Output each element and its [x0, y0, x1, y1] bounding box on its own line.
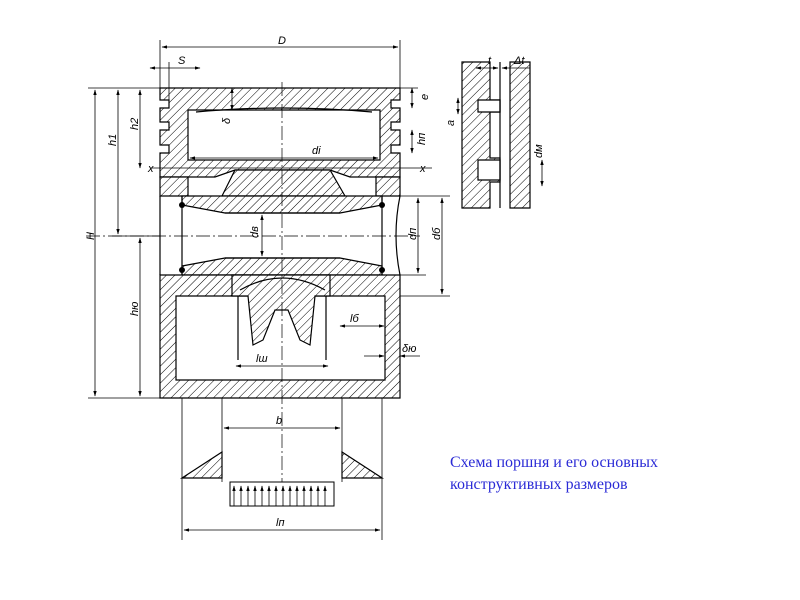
label-delta-yu: δю — [402, 343, 416, 355]
pin-lock-bl — [179, 267, 185, 273]
upper-web — [221, 169, 347, 197]
label-h2: h2 — [129, 118, 141, 130]
label-H: H — [85, 232, 97, 240]
load-arrows — [232, 485, 327, 506]
ring-groove-detail: t Δt a dм — [445, 55, 545, 209]
label-x-right: x — [419, 163, 426, 175]
con-rod-small-end — [231, 274, 331, 346]
crown-underside — [195, 107, 373, 113]
label-D: D — [278, 35, 286, 47]
label-hp: hп — [416, 133, 428, 145]
label-lp: lп — [276, 517, 285, 529]
label-lb: lб — [350, 313, 359, 325]
top-land-left-wall — [159, 176, 189, 197]
label-delta: δ — [221, 117, 233, 124]
label-b: b — [276, 415, 282, 427]
load-triangle-right — [341, 450, 385, 479]
label-dm: dм — [533, 144, 545, 158]
label-S: S — [178, 55, 186, 67]
label-h1: h1 — [107, 134, 119, 146]
detail-body — [461, 61, 501, 209]
caption-line-2: конструктивных размеров — [450, 476, 628, 493]
top-land-right-wall — [375, 176, 401, 197]
label-t: t — [488, 55, 492, 67]
crown-cavity — [187, 109, 381, 161]
label-e: e — [419, 94, 431, 100]
label-dv: dв — [249, 226, 261, 238]
right-boss — [381, 195, 401, 276]
skirt-cutout — [239, 277, 326, 291]
pin-lock-tl — [179, 202, 185, 208]
label-hyu: hю — [129, 302, 141, 316]
label-db: dб — [431, 227, 443, 240]
con-rod-shank — [237, 296, 327, 360]
label-delta-t: Δt — [513, 55, 525, 67]
dimensions: D S δ e hп x x di H h1 h2 hю dв — [85, 35, 450, 540]
detail-ring-bottom — [477, 159, 501, 181]
detail-cylinder — [509, 61, 531, 209]
detail-ring-top — [477, 99, 501, 113]
label-di: di — [312, 145, 321, 157]
load-triangle-left — [179, 450, 223, 479]
label-lsh: lш — [256, 353, 268, 365]
label-a: a — [445, 120, 457, 126]
pin-lock-br — [379, 267, 385, 273]
label-dp: dп — [407, 228, 419, 240]
piston-body — [159, 87, 401, 399]
load-diagrams — [179, 450, 385, 507]
label-x-left: x — [147, 163, 154, 175]
left-boss — [159, 196, 183, 275]
caption: Схема поршня и его основных конструктивн… — [450, 452, 780, 496]
caption-line-1: Схема поршня и его основных — [450, 454, 659, 471]
pin-lock-tr — [379, 202, 385, 208]
